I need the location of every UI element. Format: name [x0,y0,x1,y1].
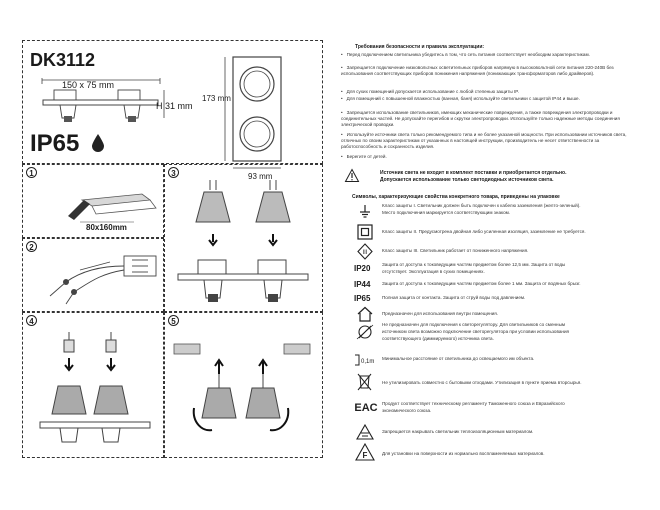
ceiling-install-drawing [173,343,311,432]
warning-triangle-icon [344,168,360,182]
model-title: DK3112 [30,50,96,70]
eac-mark-icon: EAC [354,402,377,414]
symbol-row: IP44 Защита от доступа к токоведущим час… [352,279,642,293]
svg-text:F: F [363,451,368,460]
safety-bullet: •Берегите от детей. [341,154,387,159]
step-5-number: 5 [168,315,179,326]
safety-bullet: •Перед подключением светильника убедитес… [341,52,590,57]
symbol-row: Предназначен для использования внутри по… [352,306,642,324]
cutout-size: 80x160mm [86,223,127,232]
dim-side: 173 mm [202,94,231,103]
symbol-row: 0,1m Минимальное расстояние от светильни… [352,352,642,368]
symbol-row-text: Класс защиты I. Светильник должен быть п… [382,203,581,208]
symbol-row-text: Защита от доступа к токоведущим частям п… [382,262,566,267]
ip-label: IP20 [354,264,371,273]
ip-label: IP65 [354,294,371,303]
step-3-number: 3 [168,167,179,178]
symbol-row-text: отсутствует. Эксплуатация в сухих помеще… [382,269,485,274]
symbol-row: Не утилизировать совместно с бытовыми от… [352,373,642,393]
safety-bullet: •Запрещается подключение низковольтных о… [341,65,614,76]
step-4-panel [22,312,164,458]
profile-drawing [41,78,165,122]
symbol-row-text: Класс защиты II. Предусмотрена двойная л… [382,229,586,234]
symbol-row-text: Полная защита от контакта. Защита от стр… [382,295,526,300]
step-3-panel [164,164,323,312]
symbol-row-text: Продукт соответствует техническому регла… [382,401,565,406]
wiring-drawing [49,255,157,305]
symbols-title: Символы, характеризующие свойства конкре… [352,194,560,200]
class-1-ground-icon [360,205,370,218]
ip-rating: IP65 [30,130,80,157]
symbol-row: Класс защиты I. Светильник должен быть п… [352,202,642,220]
no-cover-icon [356,423,374,440]
class-2-double-square-icon [357,224,373,240]
notice-line-2: Допускается использование только светоди… [380,177,554,183]
class-3-diamond-icon: III [357,243,373,260]
svg-text:0,1m: 0,1m [361,359,374,365]
symbol-row-text: Для установки на поверхности из нормальн… [382,451,545,456]
step-1-panel [22,164,164,238]
symbol-row-text: экономического союза. [382,408,432,413]
step-2-panel [22,238,164,312]
safety-bullet-text: Для помещений с повышенной влажностью (в… [346,96,580,101]
dim-depth: H 31 mm [156,101,193,111]
symbol-row: Класс защиты II. Предусмотрена двойная л… [352,224,642,242]
symbol-row-text: Класс защиты III. Светильник работает от… [382,248,529,253]
symbol-row-text: Предназначен для использования внутри по… [382,311,498,316]
safety-bullet: •Используйте источники света только реко… [341,132,627,149]
dim-width-height: 150 x 75 mm [62,80,115,90]
step-2-number: 2 [26,241,37,252]
safety-section: Требования безопасности и правила эксплу… [337,40,639,190]
safety-bullet-text: Запрещается использование светильников, … [341,110,620,127]
indoor-house-icon [357,306,373,322]
no-dimmer-icon [356,324,374,340]
safety-bullet-text: Запрещается подключение низковольтных ос… [341,65,614,76]
safety-bullet-text: Берегите от детей. [346,154,387,159]
symbol-row-text: Запрещается накрывать светильник теплоиз… [382,429,534,434]
symbol-row: III Класс защиты III. Светильник работае… [352,243,642,261]
dim-bottom: 93 mm [248,172,273,181]
step-4-number: 4 [26,315,37,326]
cutout-drawing [68,193,157,223]
notice-line-1: Источник света не входит в комплект пост… [380,170,567,176]
symbol-row: EAC Продукт соответствует техническому р… [352,398,642,418]
safety-bullet: •Для помещений с повышенной влажностью (… [341,96,580,101]
symbol-row: IP20 Защита от доступа к токоведущим час… [352,262,642,278]
water-drop-icon [92,134,104,152]
svg-text:III: III [362,250,367,256]
symbol-row-text: соответствующего (диммируемого) источник… [382,336,494,341]
symbol-row-text: Не предназначен для подключения к светор… [382,322,566,327]
svg-text:EAC: EAC [354,402,377,414]
safety-bullet: •Для сухих помещений допускается использ… [341,89,520,94]
symbol-row-text: Место подключения маркируется соответств… [382,210,511,215]
min-distance-icon: 0,1m [355,354,374,366]
lamp-insert-drawing [177,180,309,302]
safety-bullet: •Запрещается использование светильников,… [341,110,620,127]
lamp-connect-drawing [39,332,151,443]
crossed-bin-icon [357,373,372,391]
product-dimensions-panel [22,40,323,164]
symbol-row-text: Не утилизировать совместно с бытовыми от… [382,380,582,385]
symbol-row: Запрещается накрывать светильник теплоиз… [352,423,642,442]
top-view-drawing [224,56,282,169]
symbol-row-text: Защита от доступа к токоведущим частям п… [382,281,581,286]
safety-bullet-text: Перед подключением светильника убедитесь… [346,52,590,57]
symbol-row: Не предназначен для подключения к светор… [352,322,642,346]
step-1-number: 1 [26,167,37,178]
step-5-panel [164,312,323,458]
safety-title: Требования безопасности и правила эксплу… [355,44,485,50]
symbol-row: F Для установки на поверхности из нормал… [352,442,642,463]
ip-label: IP44 [354,280,371,289]
safety-bullet-text: Для сухих помещений допускается использо… [346,89,520,94]
symbol-row-text: Минимальное расстояние от светильника до… [382,356,535,361]
flammable-surface-f-icon: F [355,442,375,461]
symbol-row-text: источником света возможно подключение св… [382,329,569,334]
safety-bullet-text: Используйте источники света только реком… [341,132,627,149]
symbol-row: IP65 Полная защита от контакта. Защита о… [352,293,642,307]
